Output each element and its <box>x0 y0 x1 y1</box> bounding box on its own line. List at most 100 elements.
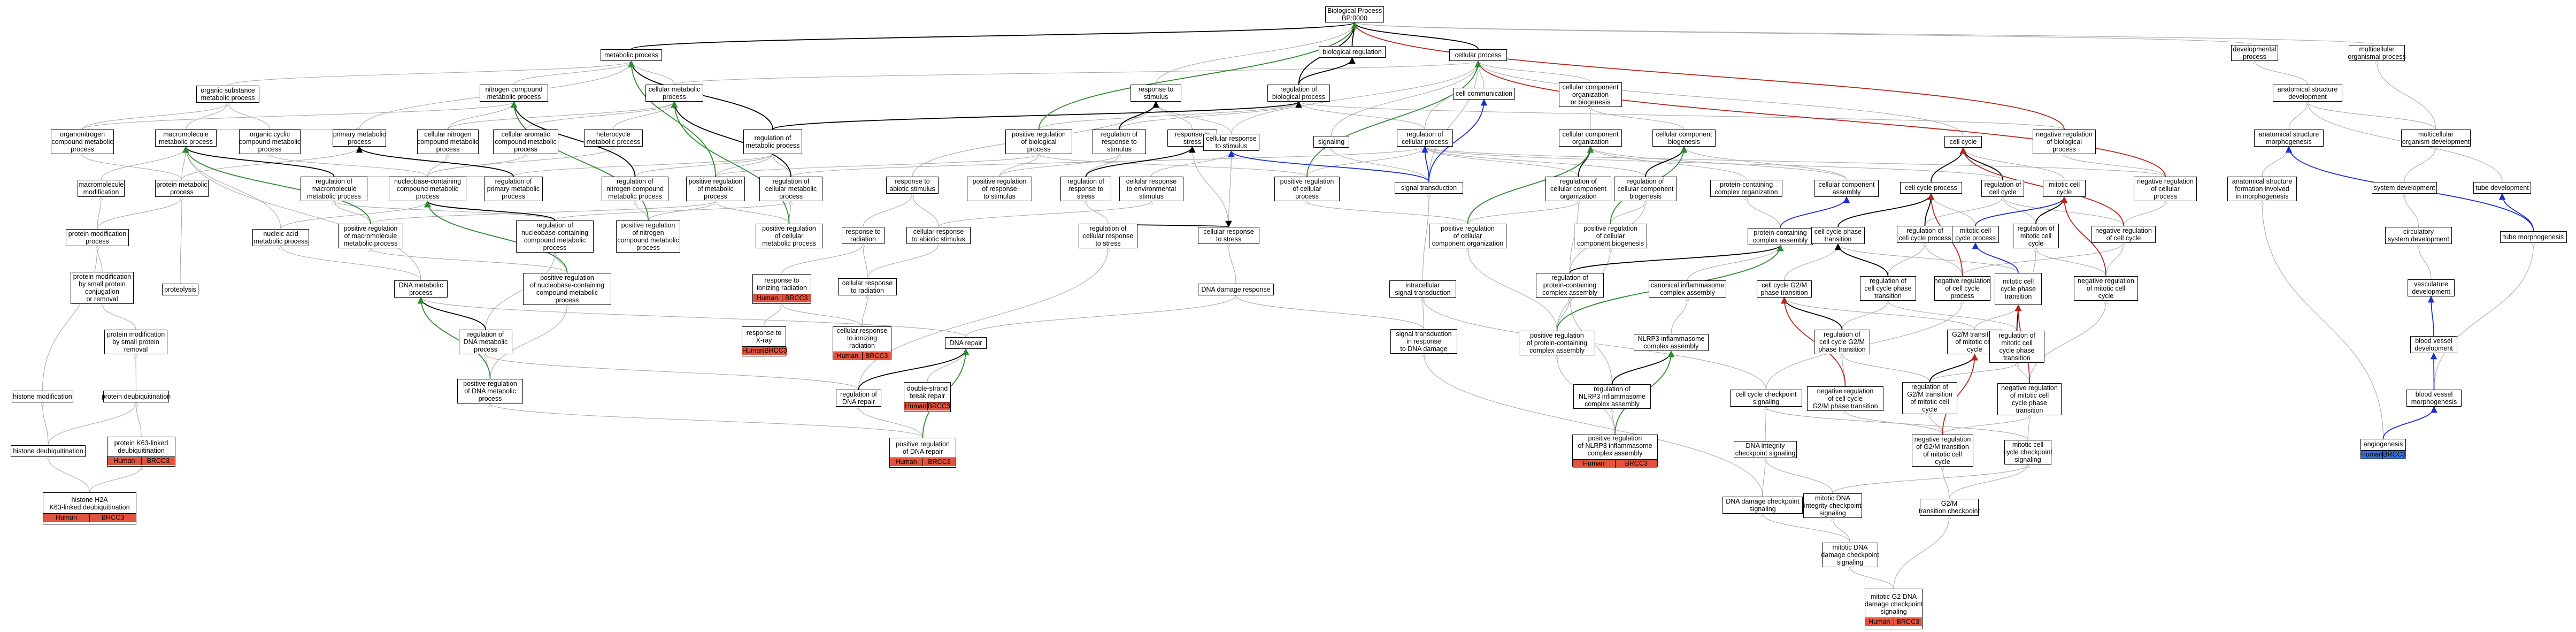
go-term-protcomplex-org[interactable]: protein-containing complex organization <box>1710 180 1782 197</box>
go-term-reg-ccorg[interactable]: regulation of cellular component organiz… <box>1545 177 1611 201</box>
go-term-reg-met[interactable]: regulation of metabolic process <box>743 130 802 154</box>
go-term-reg-mitotic-phase-trans[interactable]: regulation of mitotic cell cycle phase t… <box>1989 331 2044 363</box>
go-term-cellcycle[interactable]: cell cycle <box>1944 136 1982 148</box>
go-term-g2m-checkpoint[interactable]: G2/M transition checkpoint <box>1919 499 1980 516</box>
go-term-macromol[interactable]: macromolecule metabolic process <box>155 130 217 147</box>
go-term-anatmorph[interactable]: anatomical structure morphogenesis <box>2254 130 2324 147</box>
go-term-bloodvessel-morph[interactable]: blood vessel morphogenesis <box>2406 390 2462 407</box>
go-term-reg-bio[interactable]: regulation of biological process <box>1267 85 1330 102</box>
go-term-cc-checkpoint-sig[interactable]: cell cycle checkpoint signaling <box>1730 390 1802 407</box>
go-term-ccorg[interactable]: cellular component organization <box>1559 130 1622 147</box>
go-term-cellnitro[interactable]: cellular nitrogen compound metabolic pro… <box>417 130 479 154</box>
go-term-nlrp3-asm[interactable]: NLRP3 inflammasome complex assembly <box>1634 334 1709 351</box>
go-term-negreg-cellcycleproc[interactable]: negative regulation of cell cycle proces… <box>1934 276 1990 301</box>
go-term-mitotic-cc-checkpoint[interactable]: mitotic cell cycle checkpoint signaling <box>2003 440 2052 465</box>
go-term-g2m-trans[interactable]: cell cycle G2/M phase transition <box>1757 280 1812 298</box>
go-term-reg-cell[interactable]: regulation of cellular process <box>1397 130 1453 147</box>
go-term-reg-nlrp3[interactable]: regulation of NLRP3 inflammasome complex… <box>1573 384 1651 409</box>
go-term-cellresp-stim[interactable]: cellular response to stimulus <box>1203 134 1259 151</box>
go-term-protmet[interactable]: protein metabolic process <box>155 180 209 197</box>
go-term-cellular[interactable]: cellular process <box>1449 49 1507 61</box>
go-term-negreg-bio[interactable]: negative regulation of biological proces… <box>2033 130 2096 154</box>
go-term-histone-mod[interactable]: histone modification <box>12 391 73 402</box>
go-term-devproc[interactable]: developmental process <box>2231 45 2278 61</box>
go-term-dna-integrity[interactable]: DNA integrity checkpoint signaling <box>1734 441 1797 458</box>
go-term-reg-resp-stress[interactable]: regulation of response to stress <box>1060 177 1111 201</box>
go-term-negreg-cell[interactable]: negative regulation of cellular process <box>2134 177 2197 201</box>
go-term-reg-ccbio[interactable]: regulation of cellular component biogene… <box>1614 177 1677 201</box>
go-term-pos-nlrp3[interactable]: positive regulation of NLRP3 inflammasom… <box>1572 435 1658 468</box>
go-term-anatdev[interactable]: anatomical structure development <box>2273 85 2342 102</box>
go-term-mitotic-cc[interactable]: mitotic cell cycle <box>2043 180 2086 197</box>
go-term-resp-rad[interactable]: response to radiation <box>842 227 885 244</box>
go-term-neg-g2m-mitotic[interactable]: negative regulation of G2/M transition o… <box>1912 435 1973 467</box>
go-term-negreg-cellcycle[interactable]: negative regulation of cell cycle <box>2091 226 2156 243</box>
go-term-dnarepair[interactable]: DNA repair <box>945 337 987 349</box>
go-term-dnadamage[interactable]: DNA damage response <box>1198 284 1274 295</box>
go-term-mitotic-ccproc[interactable]: mitotic cell cycle process <box>1952 226 1999 243</box>
go-term-mitotic-g2-dna[interactable]: mitotic G2 DNA damage checkpoint signali… <box>1865 589 1923 629</box>
go-term-pos-dnamet[interactable]: positive regulation of DNA metabolic pro… <box>457 379 523 403</box>
go-term-multicell[interactable]: multicellular organismal process <box>2348 45 2406 61</box>
go-term-cellresp-abiotic[interactable]: cellular response to abiotic stimulus <box>906 227 971 244</box>
go-term-cellcycleproc[interactable]: cell cycle process <box>1900 182 1962 194</box>
go-term-anat-formation[interactable]: anatomical structure formation involved … <box>2227 177 2297 201</box>
go-term-orgcyclic[interactable]: organic cyclic compound metabolic proces… <box>239 130 301 154</box>
go-term-reg-nucleobase[interactable]: regulation of nucleobase-containing comp… <box>516 220 594 253</box>
go-term-dnamet[interactable]: DNA metabolic process <box>394 280 448 298</box>
go-term-vasc-dev[interactable]: vasculature development <box>2408 279 2455 296</box>
go-term-cellcomm[interactable]: cell communication <box>1453 88 1515 100</box>
go-term-negreg-mitotic-phase[interactable]: negative regulation of mitotic cell cycl… <box>1997 383 2062 415</box>
go-term-reg-resp[interactable]: regulation of response to stimulus <box>1093 130 1146 154</box>
go-term-sigtrans[interactable]: signal transduction <box>1395 182 1463 194</box>
go-term-reg-cellresp-stress[interactable]: regulation of cellular response to stres… <box>1079 224 1137 248</box>
go-term-intracell-sig[interactable]: intracellular signal transduction <box>1389 280 1456 298</box>
go-term-macromod[interactable]: macromolecule modification <box>78 180 125 197</box>
go-term-metabolic[interactable]: metabolic process <box>601 49 662 61</box>
go-term-orgsub[interactable]: organic substance metabolic process <box>196 86 259 103</box>
go-term-reg-nitro[interactable]: regulation of nitrogen compound metaboli… <box>602 177 668 201</box>
go-term-reg-cellmet[interactable]: regulation of cellular metabolic process <box>759 177 822 201</box>
go-term-reg-g2m[interactable]: regulation of cell cycle G2/M phase tran… <box>1814 330 1870 354</box>
go-term-bloodvessel-dev[interactable]: blood vessel development <box>2410 336 2457 353</box>
go-term-ccbio[interactable]: cellular component biogenesis <box>1652 130 1716 147</box>
go-term-pos-met[interactable]: positive regulation of metabolic process <box>686 177 745 201</box>
go-term-tubedev[interactable]: tube development <box>2473 182 2531 194</box>
go-term-pos-cellmet[interactable]: positive regulation of cellular metaboli… <box>756 224 822 248</box>
go-term-cellarom[interactable]: cellular aromatic compound metabolic pro… <box>493 130 558 154</box>
go-term-cc-phase-trans[interactable]: cell cycle phase transition <box>1811 227 1865 244</box>
go-term-primary[interactable]: primary metabolic process <box>333 130 386 147</box>
go-term-nucleic[interactable]: nucleic acid metabolic process <box>252 229 309 246</box>
go-term-canon-nlrp3[interactable]: canonical inflammasome complex assembly <box>1649 280 1726 298</box>
go-term-multidev[interactable]: multicellular organism development <box>2401 130 2471 147</box>
go-term-biolreg[interactable]: biological regulation <box>1319 46 1386 58</box>
go-term-reg-cc-phase-trans[interactable]: regulation of cell cycle phase transitio… <box>1860 276 1916 301</box>
go-term-tubemorph[interactable]: tube morphogenesis <box>2500 231 2567 243</box>
go-term-resp-stim[interactable]: response to stimulus <box>1131 85 1181 102</box>
go-term-reg-g2m-mitotic[interactable]: regulation of G2/M transition of mitotic… <box>1902 382 1957 414</box>
go-term-histone-deubiq[interactable]: histone deubiquitination <box>11 445 86 457</box>
go-term-organon[interactable]: organonitrogen compound metabolic proces… <box>51 130 114 154</box>
go-term-mitotic-dna-damage[interactable]: mitotic DNA damage checkpoint signaling <box>1821 543 1879 567</box>
go-term-pos-macro[interactable]: positive regulation of macromolecule met… <box>338 224 403 248</box>
go-term-mitotic-dna-integrity[interactable]: mitotic DNA integrity checkpoint signali… <box>1803 493 1862 518</box>
go-term-reg-cellcycle[interactable]: regulation of cell cycle <box>1981 180 2024 197</box>
go-term-negreg-mitotic-cc[interactable]: negative regulation of mitotic cell cycl… <box>2074 276 2138 301</box>
go-term-pos-resp[interactable]: positive regulation of response to stimu… <box>967 177 1032 201</box>
go-term-cellmet[interactable]: cellular metabolic process <box>645 85 703 102</box>
go-term-resp-abiotic[interactable]: response to abiotic stimulus <box>886 177 939 194</box>
go-term-reg-cellcycleproc[interactable]: regulation of cell cycle process <box>1897 226 1953 243</box>
go-term-reg-prim[interactable]: regulation of primary metabolic process <box>484 177 543 201</box>
go-term-sigtrans-dnadamage[interactable]: signal transduction in response to DNA d… <box>1390 329 1457 354</box>
go-term-proteolysis[interactable]: proteolysis <box>162 284 198 295</box>
go-term-reg-dnarepair[interactable]: regulation of DNA repair <box>836 390 881 407</box>
go-term-pos-reg-protcomplex[interactable]: positive regulation of protein-containin… <box>1519 331 1595 355</box>
go-term-pos-cell[interactable]: positive regulation of cellular process <box>1274 177 1340 201</box>
